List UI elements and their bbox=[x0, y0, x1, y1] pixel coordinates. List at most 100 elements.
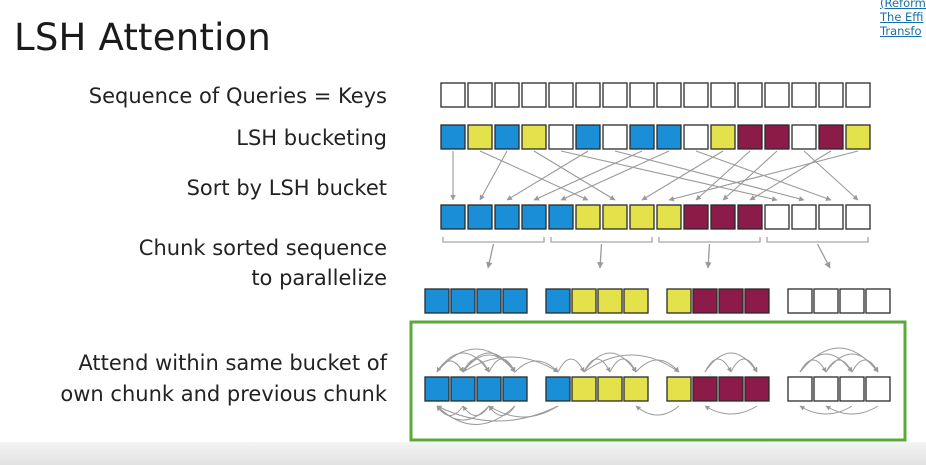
label-sequence: Sequence of Queries = Keys bbox=[88, 84, 387, 108]
sorted-cell bbox=[764, 204, 790, 230]
sorted-cell bbox=[602, 204, 628, 230]
sorted-cell bbox=[548, 204, 574, 230]
query-cell bbox=[791, 82, 817, 108]
sort-arrow bbox=[695, 150, 751, 201]
query-cell bbox=[845, 82, 871, 108]
sort-arrow bbox=[803, 150, 859, 201]
attention-arc-bottom bbox=[704, 405, 758, 415]
bucketed-cell bbox=[845, 124, 871, 150]
chunk-bracket bbox=[550, 237, 653, 243]
footer-bar bbox=[0, 442, 926, 465]
chunk-cell bbox=[545, 288, 571, 314]
attention-highlight-box bbox=[409, 320, 907, 442]
chunk-cell bbox=[476, 288, 502, 314]
sort-arrow bbox=[560, 150, 670, 201]
bucketed-cell bbox=[575, 124, 601, 150]
attention-arc-top bbox=[704, 358, 732, 373]
bucketed-cell bbox=[791, 124, 817, 150]
bucketed-cell bbox=[710, 124, 736, 150]
attend-cell bbox=[744, 376, 770, 402]
sort-arrow bbox=[506, 150, 589, 201]
attention-arc-bottom bbox=[436, 405, 516, 425]
bucketed-cell bbox=[656, 124, 682, 150]
chunk-bracket bbox=[766, 237, 869, 243]
attention-arc-bottom bbox=[462, 405, 490, 416]
label-sort: Sort by LSH bucket bbox=[186, 176, 387, 200]
attention-arc-top bbox=[825, 353, 879, 373]
bucketed-cell bbox=[467, 124, 493, 150]
chunk-cell bbox=[666, 288, 692, 314]
attend-cell bbox=[692, 376, 718, 402]
chunk-bracket bbox=[442, 237, 545, 243]
label-chunk-line-1: Chunk sorted sequence bbox=[138, 236, 387, 260]
chunk-cell bbox=[571, 288, 597, 314]
chunk-arrow bbox=[816, 243, 831, 269]
sorted-cell bbox=[791, 204, 817, 230]
attend-cell bbox=[718, 376, 744, 402]
reference-link[interactable]: (Reformer: The Effi Transfo bbox=[880, 0, 926, 38]
label-attend-line-1: Attend within same bucket of bbox=[78, 351, 387, 375]
attention-arc-top bbox=[514, 360, 559, 373]
sorted-cell bbox=[737, 204, 763, 230]
query-cell bbox=[737, 82, 763, 108]
chunk-cell bbox=[424, 288, 450, 314]
sorted-cell bbox=[521, 204, 547, 230]
attention-arc-bottom bbox=[635, 405, 680, 416]
attend-cell bbox=[597, 376, 623, 402]
reference-line-1[interactable]: (Reformer: bbox=[880, 0, 926, 10]
attention-arc-top bbox=[462, 352, 516, 373]
chunk-cell bbox=[692, 288, 718, 314]
bucketed-cell bbox=[629, 124, 655, 150]
sort-arrow bbox=[749, 150, 832, 201]
label-attend-line-2: own chunk and previous chunk bbox=[60, 382, 387, 406]
sorted-cell bbox=[575, 204, 601, 230]
attend-cell bbox=[476, 376, 502, 402]
attention-arc-top bbox=[436, 360, 464, 373]
attention-arc-top bbox=[825, 359, 853, 373]
query-cell bbox=[494, 82, 520, 108]
sorted-cell bbox=[467, 204, 493, 230]
attention-arc-bottom bbox=[436, 405, 559, 422]
chunk-cell bbox=[839, 288, 865, 314]
attend-cell bbox=[813, 376, 839, 402]
chunk-arrow bbox=[705, 243, 712, 269]
bucketed-cell bbox=[737, 124, 763, 150]
query-cell bbox=[467, 82, 493, 108]
chunk-cell bbox=[787, 288, 813, 314]
chunk-cell bbox=[450, 288, 476, 314]
attention-arc-top bbox=[851, 359, 879, 373]
attend-cell bbox=[571, 376, 597, 402]
chunk-arrow bbox=[486, 243, 495, 269]
attention-arc-bottom bbox=[799, 405, 853, 415]
bucketed-cell bbox=[440, 124, 466, 150]
sort-arrow bbox=[641, 150, 724, 201]
sorted-cell bbox=[629, 204, 655, 230]
bucketed-cell bbox=[602, 124, 628, 150]
attention-arc-bottom bbox=[488, 405, 559, 418]
attend-cell bbox=[545, 376, 571, 402]
sorted-cell bbox=[494, 204, 520, 230]
attention-arc-top bbox=[557, 358, 585, 373]
slide-title: LSH Attention bbox=[14, 16, 272, 59]
attention-arc-top bbox=[704, 352, 758, 373]
bucketed-cell bbox=[548, 124, 574, 150]
sort-arrow bbox=[533, 150, 616, 201]
attention-arc-top bbox=[635, 359, 680, 373]
sort-arrow bbox=[722, 150, 778, 201]
sorted-cell bbox=[683, 204, 709, 230]
attention-arc-top bbox=[609, 358, 637, 373]
sort-arrow bbox=[560, 150, 778, 202]
chunk-cell bbox=[865, 288, 891, 314]
attend-cell bbox=[424, 376, 450, 402]
sorted-cell bbox=[440, 204, 466, 230]
attend-cell bbox=[787, 376, 813, 402]
attention-arc-top bbox=[583, 358, 611, 373]
attention-arc-bottom bbox=[825, 405, 879, 415]
reference-line-2[interactable]: The Effi bbox=[880, 10, 924, 24]
sorted-cell bbox=[845, 204, 871, 230]
attention-arc-top bbox=[488, 358, 516, 373]
query-cell bbox=[818, 82, 844, 108]
label-chunk-line-2: to parallelize bbox=[251, 266, 387, 290]
reference-line-3[interactable]: Transfo bbox=[880, 24, 922, 38]
